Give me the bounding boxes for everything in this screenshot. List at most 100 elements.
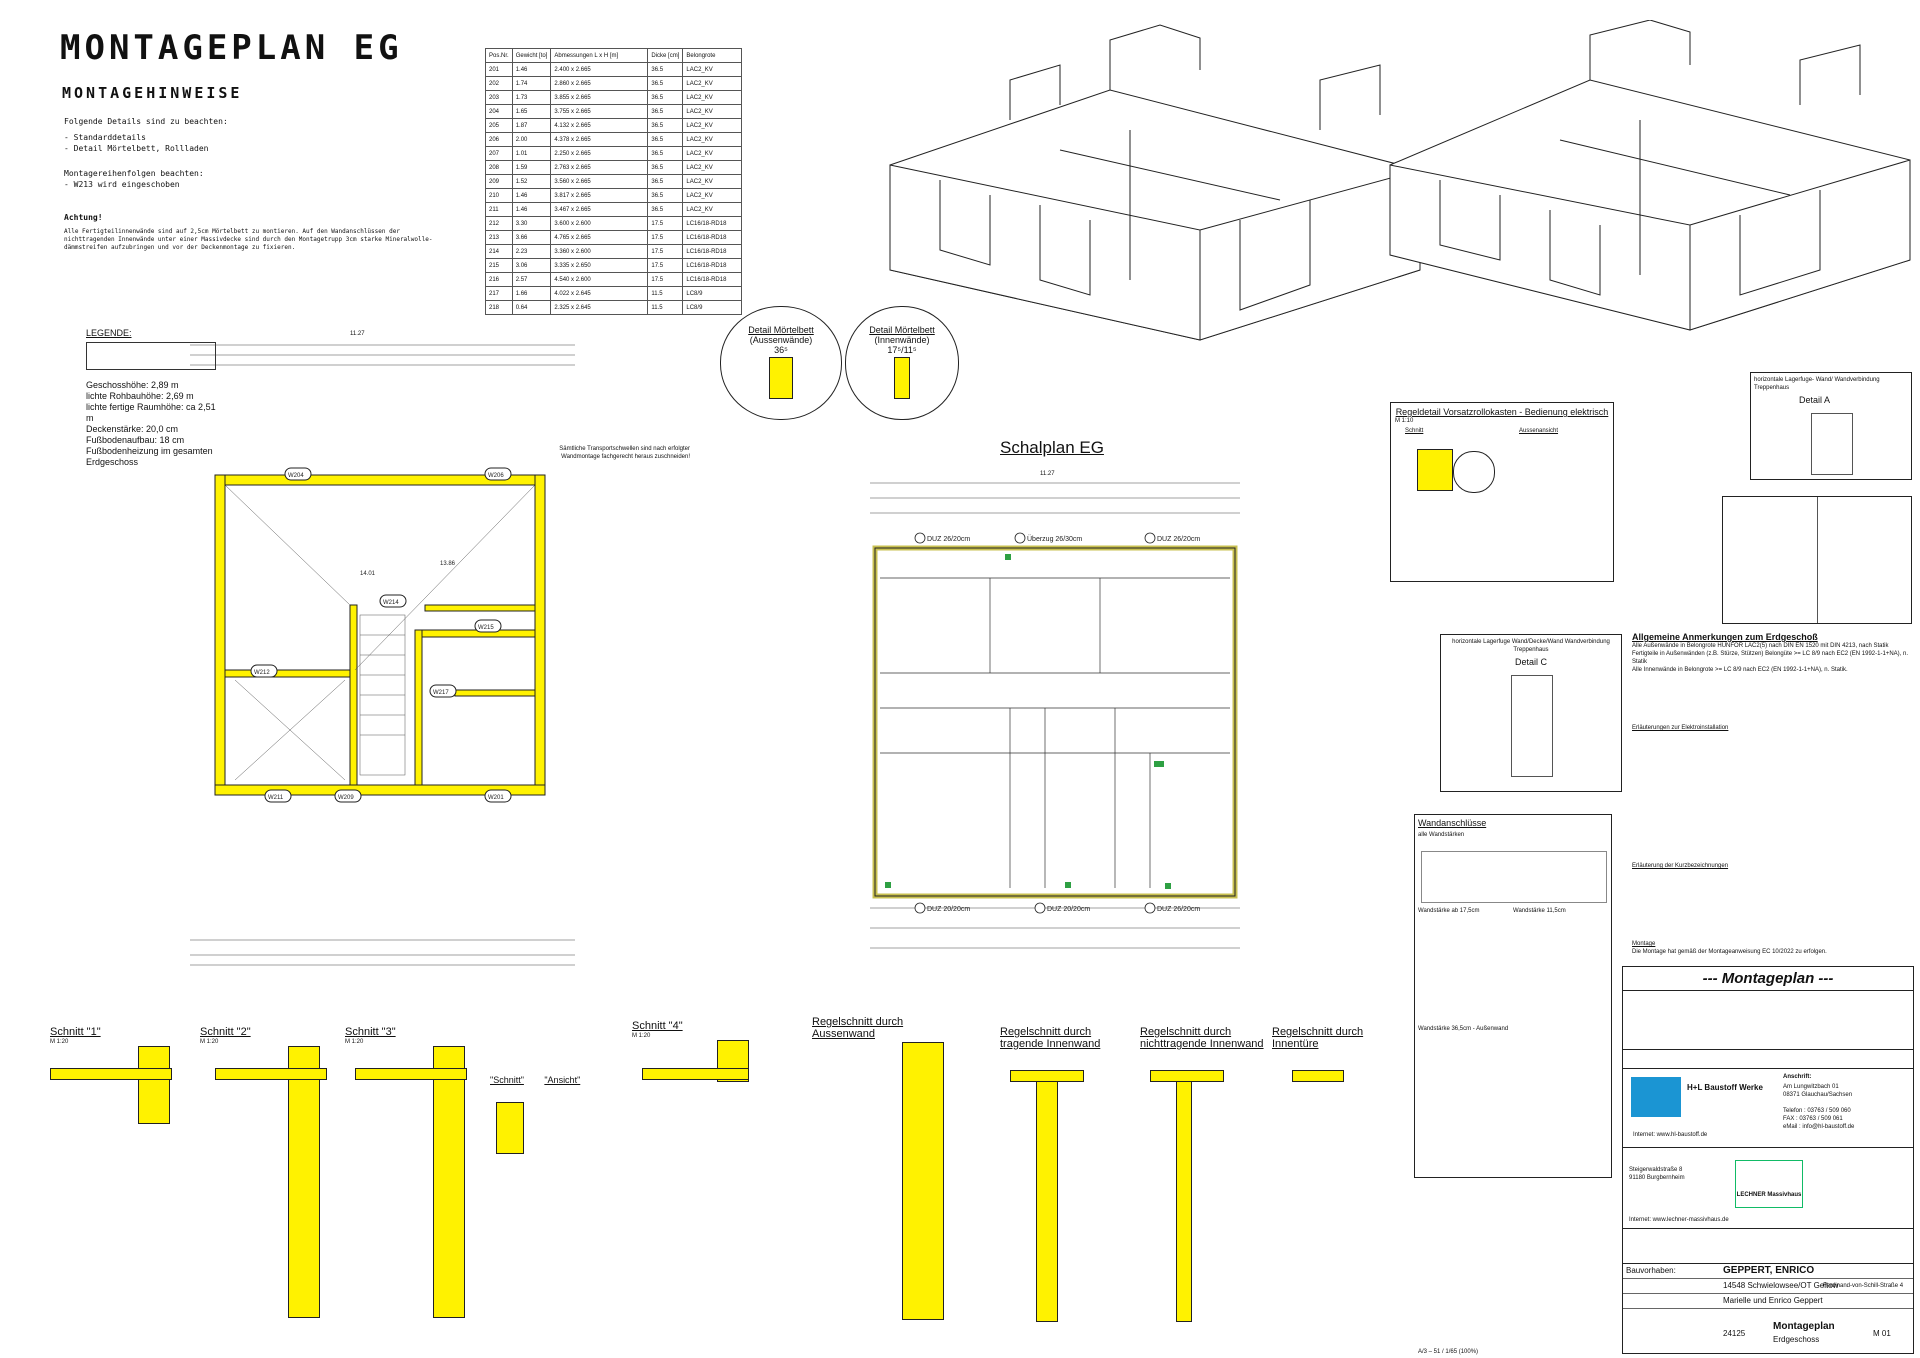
section-slab — [1292, 1070, 1344, 1082]
note-line: Montagereihenfolgen beachten: — [64, 169, 204, 178]
doc-row: 24125 Montageplan Erdgeschoss M 01 — [1623, 1309, 1913, 1355]
regelschnitt-subtitle: Innentüre — [1272, 1038, 1319, 1050]
legend-items: Geschosshöhe: 2,89 m lichte Rohbauhöhe: … — [86, 380, 216, 468]
section-4: Schnitt "4" M 1:20 — [632, 1020, 749, 1082]
table-cell: 11.5 — [647, 300, 684, 315]
shutter-roll-icon — [1453, 451, 1495, 493]
wall-label: W201 — [488, 795, 504, 801]
table-cell: 1.87 — [511, 118, 552, 133]
table-cell: 214 — [485, 244, 513, 259]
column-header: Dicke [cm] — [647, 48, 684, 63]
schalplan-title: Schalplan EG — [1000, 438, 1104, 457]
section-scale: M 1:20 — [50, 1039, 69, 1045]
legend: LEGENDE: Geschosshöhe: 2,89 m lichte Roh… — [86, 328, 216, 468]
street: Ferdinand-von-Schill-Straße 4 — [1823, 1283, 1904, 1289]
page-subtitle: MONTAGEHINWEISE — [62, 84, 243, 102]
wall-swatch — [894, 357, 910, 399]
beam-label: DUZ 26/20cm — [927, 536, 970, 543]
diagonal-dim: 14.01 — [360, 571, 376, 577]
project-number: 24125 — [1723, 1329, 1746, 1338]
table-cell: LAC2_KV — [682, 104, 743, 119]
table-cell: LAC2_KV — [682, 146, 743, 161]
beam-label: DUZ 26/20cm — [1157, 536, 1200, 543]
wall-label: W212 — [254, 670, 270, 676]
note-line: Alle Fertigteilinnenwände sind auf 2,5cm… — [64, 228, 433, 251]
table-cell: 3.817 x 2.665 — [550, 188, 649, 203]
lechner-name: LECHNER Massivhaus — [1736, 1192, 1802, 1198]
table-cell: LAC2_KV — [682, 118, 743, 133]
regeldetail-scale: M 1:10 — [1395, 418, 1414, 424]
table-cell: 205 — [485, 118, 513, 133]
legend-item: Deckenstärke: 20,0 cm — [86, 424, 179, 434]
detail-drawing — [1811, 413, 1853, 475]
regeldetail-panel: Regeldetail Vorsatzrollokasten - Bedienu… — [1390, 402, 1614, 582]
detail-drawing — [1511, 675, 1553, 777]
note-line: - Detail Mörtelbett, Rollladen — [64, 144, 209, 153]
beam-label: DUZ 20/20cm — [927, 906, 970, 913]
table-cell: 36.5 — [647, 146, 684, 161]
isometric-left — [889, 24, 1421, 341]
doc-subtitle: Erdgeschoss — [1773, 1335, 1820, 1344]
anmerkung-line: Die Montage hat gemäß der Montageanweisu… — [1632, 949, 1827, 955]
table-cell: 17.5 — [647, 230, 684, 245]
address-line: 08371 Glauchau/Sachsen — [1783, 1092, 1853, 1098]
detail-mortar-inner: Detail Mörtelbett (Innenwände) 17⁵/11⁵ — [845, 306, 959, 420]
table-cell: 212 — [485, 216, 513, 231]
anmerkung-line: Fertigteile in Außenwänden (z.B. Stürze,… — [1632, 651, 1908, 665]
assembly-notes: Folgende Details sind zu beachten: - Sta… — [64, 116, 444, 257]
company-web: Internet: www.hl-baustoff.de — [1633, 1132, 1708, 1138]
regelschnitt-title: Regelschnitt durch — [1000, 1026, 1092, 1038]
lechner-address: Steigerwaldstraße 8 — [1629, 1167, 1683, 1173]
table-cell: 2.00 — [511, 132, 552, 147]
table-cell: 0.64 — [511, 300, 552, 315]
anmerkung-line: Alle Innenwände in Belongrote >= LC 8/9 … — [1632, 667, 1848, 673]
table-cell: 3.855 x 2.665 — [550, 90, 649, 105]
assembly-floor-plan: W204 W206 W214 W215 W212 W217 W211 W209 … — [190, 344, 575, 966]
title-block: --- Montageplan --- H+L Baustoff Werke I… — [1622, 966, 1914, 1354]
detail-dim: 36⁵ — [774, 345, 788, 355]
table-cell: 1.73 — [511, 90, 552, 105]
regeldetail-title: Regeldetail Vorsatzrollokasten - Bedienu… — [1395, 407, 1609, 417]
table-cell: LC16/18-RD18 — [682, 272, 743, 287]
table-cell: 4.540 x 2.600 — [550, 272, 649, 287]
company-name: H+L Baustoff Werke — [1687, 1083, 1763, 1092]
transport-note: Sämtliche Transportschwellen sind nach e… — [559, 446, 690, 460]
section-title: Schnitt "4" — [632, 1020, 683, 1032]
wall-swatch — [769, 357, 793, 399]
sheet-number: M 01 — [1873, 1329, 1891, 1338]
wall-label: W209 — [338, 795, 354, 801]
table-cell: 1.01 — [511, 146, 552, 161]
notes-row — [1623, 1050, 1913, 1069]
regelschnitt-title: Regelschnitt durch — [1272, 1026, 1364, 1038]
table-cell: 2.400 x 2.665 — [550, 62, 649, 77]
table-header-row: Pos.Nr. Gewicht [to] Abmessungen L x H [… — [485, 48, 743, 63]
table-cell: 1.65 — [511, 104, 552, 119]
table-cell: 1.59 — [511, 160, 552, 175]
regelschnitt-innentuere: Regelschnitt durch Innentüre — [1272, 1026, 1364, 1082]
table-cell: LC16/18-RD18 — [682, 258, 743, 273]
table-cell: 4.022 x 2.645 — [550, 286, 649, 301]
wall-label: W211 — [268, 795, 284, 801]
table-cell: 4.765 x 2.665 — [550, 230, 649, 245]
column-header: Abmessungen L x H [m] — [550, 48, 649, 63]
lagerfuge-c-panel: horizontale Lagerfuge Wand/Decke/Wand Wa… — [1440, 634, 1622, 792]
note-line: - Standarddetails — [64, 133, 146, 142]
beam-label: Überzug 26/30cm — [1027, 535, 1082, 543]
anmerkungen-panel: Allgemeine Anmerkungen zum Erdgeschoß Al… — [1632, 632, 1912, 956]
table-cell: 213 — [485, 230, 513, 245]
wall-joints-sub: alle Wandstärken — [1418, 832, 1465, 838]
table-cell: 210 — [485, 188, 513, 203]
table-cell: 206 — [485, 132, 513, 147]
schnitt-label: "Schnitt" — [490, 1075, 524, 1085]
diagonal-dim: 13.86 — [440, 561, 456, 567]
table-cell: LC8/9 — [682, 300, 743, 315]
ce-labels-panel — [1722, 496, 1912, 624]
doc-title: Montageplan — [1773, 1321, 1835, 1332]
table-cell: 204 — [485, 104, 513, 119]
section-3: Schnitt "3" M 1:20 — [345, 1026, 467, 1318]
anmerkungen-title: Allgemeine Anmerkungen zum Erdgeschoß — [1632, 632, 1818, 642]
